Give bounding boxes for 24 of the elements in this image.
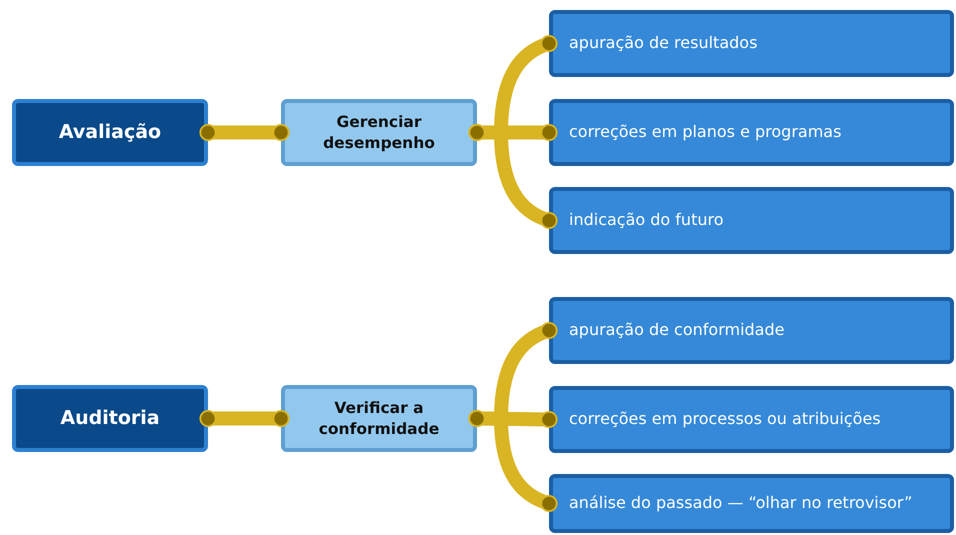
node-label: apuração de conformidade [569, 320, 784, 341]
node-label: Gerenciar desempenho [322, 112, 436, 153]
node-label: análise do passado — “olhar no retrovisor” [569, 493, 912, 514]
node-label: indicação do futuro [569, 210, 724, 231]
process-box [281, 385, 477, 452]
node-label: apuração de resultados [569, 33, 758, 54]
node-label: Verificar a conformidade [318, 398, 440, 439]
category-box [12, 99, 208, 166]
node-label: Avaliação [58, 120, 162, 145]
item-box [549, 474, 954, 533]
item-box [549, 386, 954, 453]
process-box [281, 99, 477, 166]
node-label: correções em processos ou atribuições [569, 409, 881, 430]
node-label: Auditoria [60, 406, 160, 431]
category-box [12, 385, 208, 452]
connector [199, 410, 290, 428]
item-box [549, 10, 954, 77]
item-box [549, 187, 954, 254]
connector [199, 124, 290, 142]
node-label: correções em planos e programas [569, 122, 842, 143]
connector [468, 124, 558, 230]
connector [468, 410, 558, 512]
item-box [549, 297, 954, 364]
item-box [549, 99, 954, 166]
